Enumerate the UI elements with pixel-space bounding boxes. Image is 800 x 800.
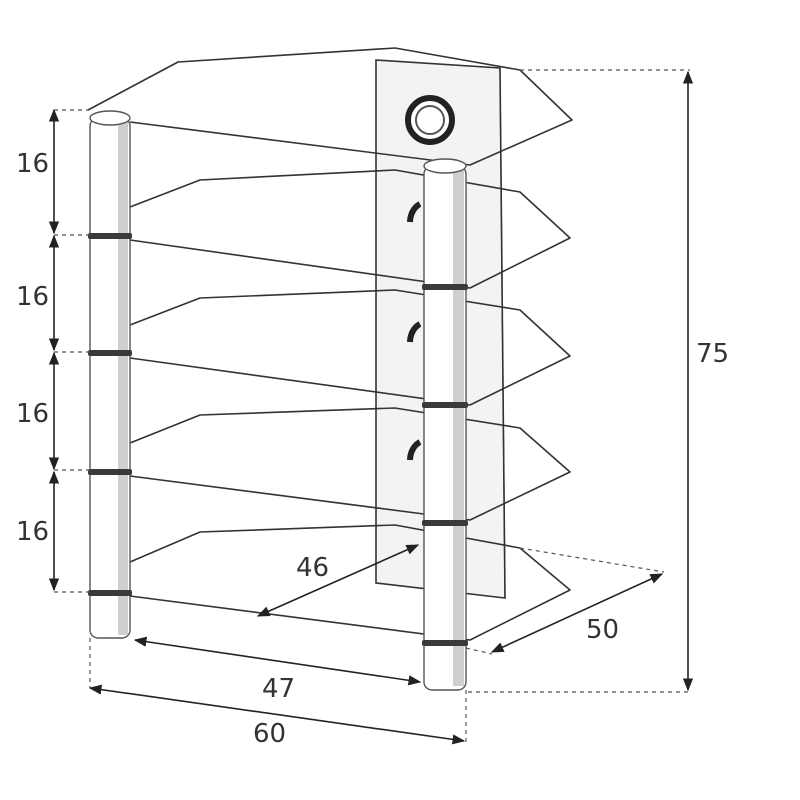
shelf-3 [129, 289, 571, 406]
shelf-spacing-label-1: 16 [16, 149, 49, 179]
depth-label: 50 [586, 615, 619, 645]
inner-depth-label: 46 [296, 553, 329, 583]
shelf-2 [129, 169, 571, 289]
dimension-labels: 16 16 16 16 75 46 50 47 60 [16, 149, 729, 749]
dimension-lines [48, 69, 694, 745]
cable-hole-icon [407, 439, 422, 461]
total-height-label: 75 [696, 339, 729, 369]
cable-hole-icon [407, 321, 422, 343]
shelf-4 [129, 407, 571, 521]
left-front-post [88, 110, 132, 639]
cable-hole-icon [407, 201, 422, 223]
right-front-post [422, 158, 468, 691]
shelf-spacing-label-4: 16 [16, 517, 49, 547]
cable-hole-icon [405, 95, 455, 145]
width-label: 60 [253, 719, 286, 749]
shelf-spacing-label-3: 16 [16, 399, 49, 429]
shelf-spacing-label-2: 16 [16, 282, 49, 312]
inner-width-label: 47 [262, 674, 295, 704]
